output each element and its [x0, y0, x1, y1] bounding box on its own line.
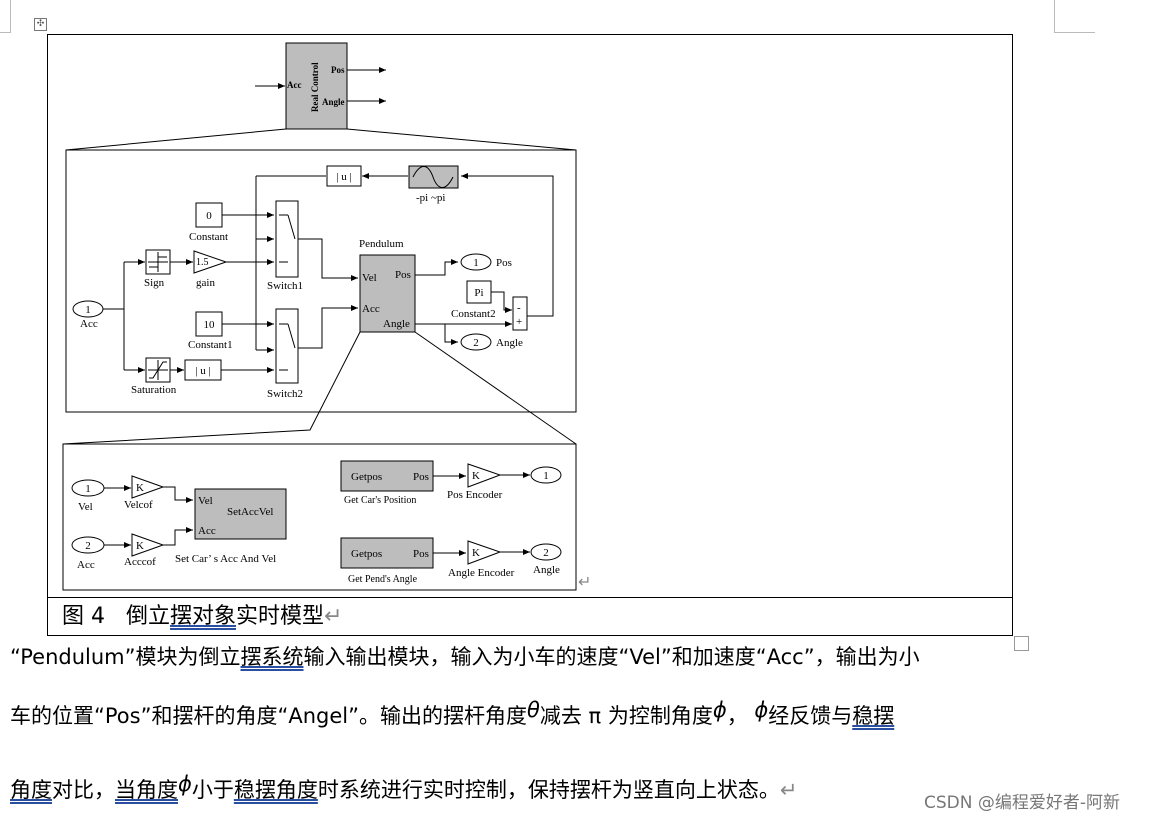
- switch2-block[interactable]: [275, 308, 299, 384]
- svg-text:Acc: Acc: [77, 559, 95, 571]
- svg-text:-: -: [517, 302, 521, 314]
- svg-text:gain: gain: [196, 277, 215, 289]
- pendulum-internal-box: [62, 443, 577, 591]
- velcof-gain[interactable]: [131, 475, 165, 499]
- svg-text:Angle Encoder: Angle Encoder: [448, 567, 515, 579]
- svg-text:Constant2: Constant2: [451, 308, 496, 320]
- svg-text:| u |: | u |: [336, 171, 351, 183]
- svg-text:Vel: Vel: [362, 272, 377, 284]
- svg-text:1.5: 1.5: [196, 257, 209, 268]
- outport-pos-encoder[interactable]: [530, 466, 562, 484]
- return-mark-figure: ↵: [578, 574, 591, 591]
- real-control-in-port: Acc: [287, 80, 302, 90]
- svg-text:Pos Encoder: Pos Encoder: [447, 489, 503, 501]
- svg-text:Vel: Vel: [198, 495, 213, 507]
- real-control-title: Real Control: [310, 62, 320, 112]
- svg-text:Pos: Pos: [496, 257, 512, 269]
- svg-text:| u |: | u |: [195, 365, 210, 377]
- svg-text:Vel: Vel: [78, 501, 93, 513]
- sum-block[interactable]: [512, 296, 528, 331]
- svg-text:Pos: Pos: [413, 548, 429, 560]
- svg-text:Velcof: Velcof: [124, 499, 153, 511]
- svg-text:Acccof: Acccof: [124, 556, 156, 568]
- svg-text:Angle: Angle: [383, 318, 410, 330]
- svg-text:K: K: [136, 540, 144, 552]
- svg-text:Switch1: Switch1: [267, 280, 303, 292]
- outport-angle[interactable]: [460, 333, 492, 351]
- angle-encoder-gain[interactable]: [467, 540, 502, 565]
- real-control-out-angle: Angle: [322, 97, 345, 107]
- outport-angle-encoder[interactable]: [530, 543, 562, 561]
- svg-text:2: 2: [473, 337, 479, 349]
- svg-text:Angle: Angle: [533, 564, 560, 576]
- svg-text:1: 1: [85, 304, 91, 316]
- gain-block[interactable]: [193, 250, 228, 274]
- svg-text:2: 2: [85, 540, 91, 552]
- paragraph-line-2: 车的位置“Pos”和摆杆的角度“Angel”。输出的摆杆角度θ减去 π 为控制角…: [10, 698, 895, 728]
- table-resize-handle[interactable]: [1014, 636, 1029, 651]
- svg-text:10: 10: [204, 319, 216, 331]
- svg-text:Pos: Pos: [413, 471, 429, 483]
- svg-text:Getpos: Getpos: [351, 548, 382, 560]
- svg-text:-pi ~pi: -pi ~pi: [416, 192, 445, 204]
- caption-row: [47, 597, 1013, 636]
- svg-text:Angle: Angle: [496, 337, 523, 349]
- svg-text:Getpos: Getpos: [351, 471, 382, 483]
- svg-text:Constant1: Constant1: [188, 339, 233, 351]
- svg-text:Get Pend's Angle: Get Pend's Angle: [348, 574, 418, 585]
- getpos-pend-block[interactable]: Getpos Pos: [340, 537, 434, 569]
- outport-pos[interactable]: [460, 253, 492, 271]
- paragraph-line-1: “Pendulum”模块为倒立摆系统输入输出模块，输入为小车的速度“Vel”和加…: [10, 645, 920, 669]
- svg-text:Switch2: Switch2: [267, 388, 303, 400]
- svg-text:Saturation: Saturation: [131, 384, 177, 396]
- svg-text:Pendulum: Pendulum: [359, 238, 404, 250]
- real-control-block[interactable]: Real Control Acc Pos Angle: [285, 42, 348, 130]
- svg-text:Get Car's Position: Get Car's Position: [344, 495, 416, 506]
- abs-top-block[interactable]: [326, 165, 362, 187]
- simulink-diagram: Real Control Acc Pos Angle 1 Acc Sign 1.…: [62, 42, 591, 591]
- pendulum-block[interactable]: Vel Acc Pos Angle: [359, 254, 416, 333]
- constant-10-block[interactable]: [195, 311, 223, 337]
- figure-caption: 图 4 倒立摆对象实时模型↵: [62, 604, 343, 629]
- saturation-block[interactable]: [145, 357, 171, 383]
- real-control-out-pos: Pos: [331, 65, 345, 75]
- svg-text:K: K: [472, 470, 480, 482]
- svg-text:1: 1: [473, 257, 479, 269]
- caption-figure-number: 图 4: [62, 604, 105, 629]
- svg-text:+: +: [516, 316, 522, 328]
- svg-text:Acc: Acc: [362, 303, 380, 315]
- paragraph-line-3: 角度对比，当角度ϕ小于稳摆角度时系统进行实时控制，保持摆杆为竖直向上状态。↵: [10, 772, 798, 802]
- svg-text:Pi: Pi: [474, 287, 483, 299]
- getpos-car-block[interactable]: Getpos Pos: [340, 460, 434, 492]
- acccof-gain[interactable]: [131, 533, 165, 557]
- svg-text:Pos: Pos: [395, 269, 411, 281]
- svg-text:Sign: Sign: [144, 277, 165, 289]
- switch1-block[interactable]: [275, 200, 299, 278]
- table-move-handle-icon[interactable]: ✣: [34, 18, 47, 31]
- svg-text:Constant: Constant: [189, 231, 228, 243]
- svg-text:1: 1: [543, 470, 549, 482]
- svg-text:Acc: Acc: [80, 318, 98, 330]
- svg-text:2: 2: [543, 547, 549, 559]
- svg-text:SetAccVel: SetAccVel: [227, 506, 273, 518]
- sign-block[interactable]: [145, 249, 171, 275]
- svg-text:0: 0: [206, 210, 212, 222]
- svg-text:Acc: Acc: [198, 525, 216, 537]
- svg-text:K: K: [472, 547, 480, 559]
- setaccvel-block[interactable]: Vel SetAccVel Acc: [194, 488, 287, 540]
- page-corner-mark-left: [0, 0, 11, 33]
- pos-encoder-gain[interactable]: [467, 463, 502, 488]
- svg-text:K: K: [136, 482, 144, 494]
- page-corner-mark-right: [1054, 0, 1095, 33]
- figure-table: [47, 34, 1013, 636]
- csdn-watermark: CSDN @编程爱好者-阿新: [924, 793, 1121, 813]
- constant-0-block[interactable]: [195, 202, 223, 228]
- svg-text:1: 1: [85, 483, 91, 495]
- pendulum-subsystem-box: [65, 149, 577, 413]
- svg-text:Set Car’ s Acc And Vel: Set Car’ s Acc And Vel: [175, 553, 276, 565]
